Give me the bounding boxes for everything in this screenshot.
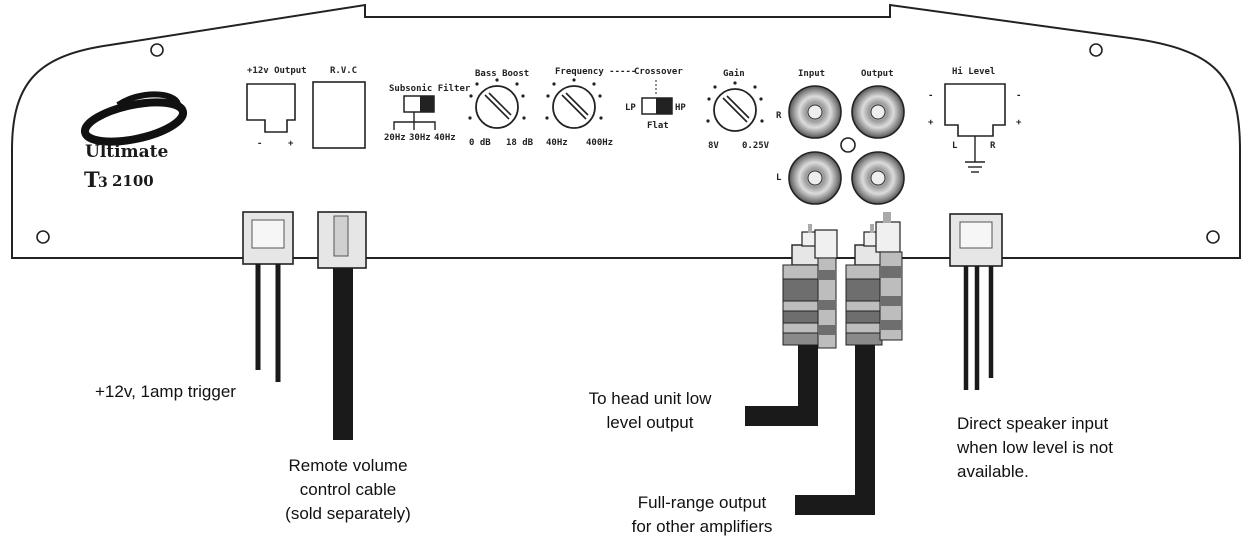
output-12v-label: +12v Output bbox=[247, 66, 307, 76]
trigger-connector-inner bbox=[251, 219, 285, 249]
frequency-max: 400Hz bbox=[586, 138, 613, 148]
crossover-flat: Flat bbox=[647, 121, 669, 131]
subsonic-option: 30Hz bbox=[409, 133, 431, 143]
frequency-label: Frequency ----- bbox=[555, 67, 636, 77]
callout-full-range: Full-range output bbox=[638, 493, 767, 512]
hi-level-terminal[interactable] bbox=[944, 83, 1006, 137]
gain-knob[interactable] bbox=[713, 88, 757, 132]
crossover-label: Crossover bbox=[634, 67, 683, 77]
rca-plug-output-left bbox=[875, 212, 903, 341]
input-label: Input bbox=[798, 69, 825, 79]
hi-level-l: L bbox=[952, 141, 958, 151]
frequency-scale-dots bbox=[545, 78, 603, 120]
subsonic-filter-bracket bbox=[393, 112, 436, 130]
callout-head-unit: level output bbox=[607, 413, 694, 432]
gain-scale-dots bbox=[706, 81, 764, 123]
rvc-cable bbox=[333, 268, 353, 440]
rvc-connector-inner bbox=[333, 215, 349, 257]
bass-boost-label: Bass Boost bbox=[475, 69, 529, 79]
crossover-switch-knob bbox=[656, 98, 672, 114]
callout-head-unit: To head unit low bbox=[589, 389, 713, 408]
amplifier-panel-outline bbox=[11, 3, 1241, 259]
mounting-hole bbox=[1089, 43, 1103, 57]
input-l-label: L bbox=[776, 173, 782, 183]
callout-remote: Remote volume bbox=[288, 456, 407, 475]
output-12v-minus: - bbox=[257, 139, 262, 149]
rca-jack-output-left[interactable] bbox=[851, 151, 905, 205]
input-r-label: R bbox=[776, 111, 782, 121]
output-label: Output bbox=[861, 69, 894, 79]
subsonic-switch-knob bbox=[420, 96, 434, 112]
hi-level-plus: + bbox=[928, 118, 934, 128]
brand-logo bbox=[80, 91, 188, 146]
subsonic-option: 20Hz bbox=[384, 133, 406, 143]
model-number: 2100 bbox=[112, 172, 154, 190]
led-indicator bbox=[840, 137, 856, 153]
hi-level-r: R bbox=[990, 141, 996, 151]
bass-boost-min: 0 dB bbox=[469, 138, 491, 148]
trigger-wire bbox=[255, 264, 281, 382]
hi-level-plus: + bbox=[1016, 118, 1022, 128]
rca-plug-input-left bbox=[814, 229, 838, 349]
callout-full-range: for other amplifiers bbox=[632, 517, 773, 536]
subsonic-filter-label: Subsonic Filter bbox=[389, 83, 471, 94]
model-sub: 3 bbox=[98, 175, 108, 191]
bass-boost-scale-dots bbox=[468, 78, 526, 120]
subsonic-option: 40Hz bbox=[434, 133, 456, 143]
hi-level-label: Hi Level bbox=[952, 66, 995, 77]
callout-remote: control cable bbox=[300, 480, 396, 499]
ground-icon bbox=[965, 136, 985, 173]
gain-min: 8V bbox=[708, 141, 719, 151]
hi-level-wire bbox=[963, 266, 994, 390]
bass-boost-max: 18 dB bbox=[506, 138, 534, 148]
rca-jack-output-right[interactable] bbox=[851, 85, 905, 139]
crossover-lp: LP bbox=[625, 103, 636, 113]
model-prefix: T bbox=[84, 167, 100, 192]
crossover-hp: HP bbox=[675, 103, 686, 113]
callout-direct-speaker: when low level is not bbox=[956, 438, 1113, 457]
hi-level-connector-inner bbox=[959, 221, 993, 249]
gain-label: Gain bbox=[723, 68, 745, 79]
mounting-hole bbox=[36, 230, 50, 244]
frequency-min: 40Hz bbox=[546, 138, 568, 148]
callout-direct-speaker: Direct speaker input bbox=[957, 414, 1108, 433]
hi-level-minus: - bbox=[1016, 91, 1021, 101]
output-12v-plus: + bbox=[288, 139, 294, 149]
callout-trigger: +12v, 1amp trigger bbox=[95, 382, 236, 401]
callout-remote: (sold separately) bbox=[285, 504, 411, 523]
head-unit-cable bbox=[745, 345, 818, 426]
output-12v-terminal[interactable] bbox=[246, 83, 296, 133]
gain-max: 0.25V bbox=[742, 141, 770, 151]
hi-level-minus: - bbox=[928, 91, 933, 101]
rca-jack-input-right[interactable] bbox=[788, 85, 842, 139]
mounting-hole bbox=[150, 43, 164, 57]
rvc-port[interactable] bbox=[312, 81, 366, 149]
rvc-label: R.V.C bbox=[330, 66, 357, 76]
bass-boost-knob[interactable] bbox=[475, 85, 519, 129]
callout-direct-speaker: available. bbox=[957, 462, 1029, 481]
full-range-cable bbox=[795, 345, 875, 515]
frequency-knob[interactable] bbox=[552, 85, 596, 129]
mounting-hole bbox=[1206, 230, 1220, 244]
rca-plug-output-right bbox=[845, 224, 890, 346]
brand-name: Ultimate bbox=[85, 142, 168, 162]
rca-jack-input-left[interactable] bbox=[788, 151, 842, 205]
